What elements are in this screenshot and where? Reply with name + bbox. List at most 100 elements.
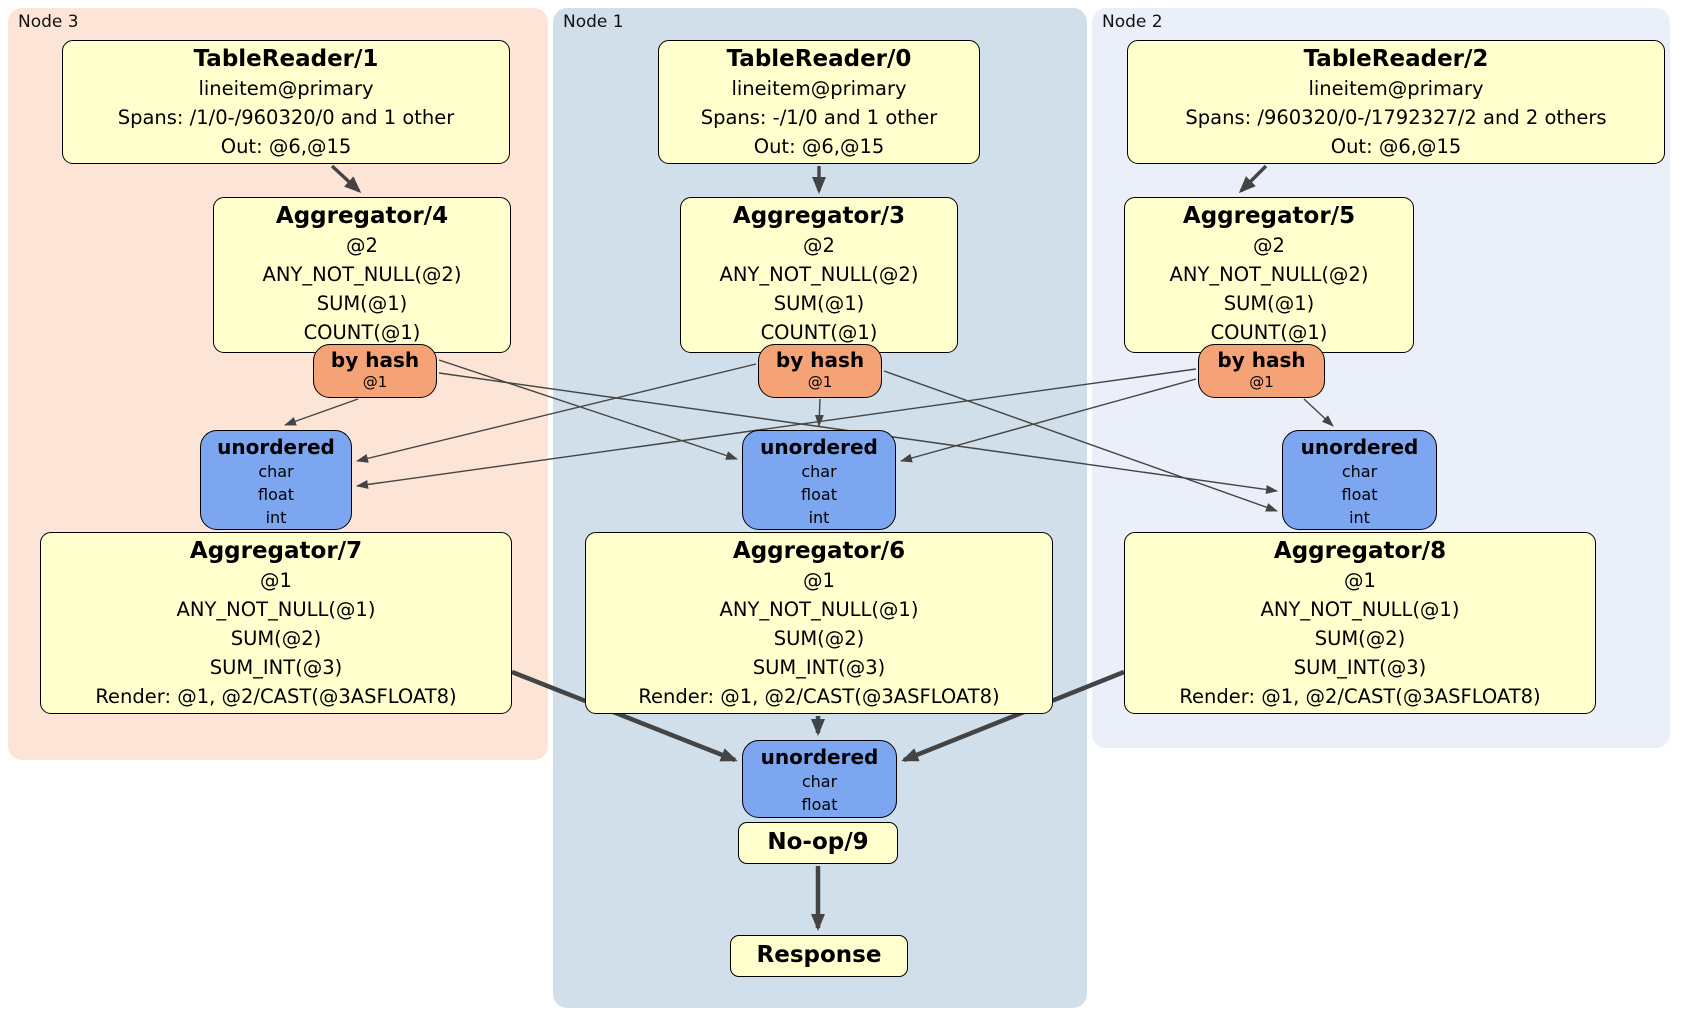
agg-fn: COUNT(@1) — [1210, 321, 1328, 344]
box-title: No-op/9 — [767, 829, 869, 855]
edge-hash1-sync3 — [356, 363, 757, 463]
router-title: by hash — [775, 348, 865, 372]
response-box: Response — [730, 935, 908, 977]
sync-type: float — [801, 795, 838, 814]
agg-fn: ANY_NOT_NULL(@2) — [719, 263, 919, 286]
aggregator-6-box: Aggregator/6 @1 ANY_NOT_NULL(@1) SUM(@2)… — [585, 532, 1053, 714]
sync-title: unordered — [760, 435, 878, 459]
agg-fn: COUNT(@1) — [303, 321, 421, 344]
aggregator-3-box: Aggregator/3 @2 ANY_NOT_NULL(@2) SUM(@1)… — [680, 197, 958, 353]
box-title: Aggregator/6 — [732, 538, 906, 564]
sync-type: int — [265, 508, 287, 527]
sync-type: float — [801, 485, 837, 504]
hash-router-node3: by hash @1 — [313, 344, 437, 398]
node3-label: Node 3 — [18, 12, 79, 32]
aggregator-8-box: Aggregator/8 @1 ANY_NOT_NULL(@1) SUM(@2)… — [1124, 532, 1596, 714]
aggregator-to-final-edges — [511, 669, 1125, 931]
reader-out: Out: @6,@15 — [1330, 135, 1462, 158]
reader-spans: Spans: /1/0-/960320/0 and 1 other — [117, 106, 455, 129]
router-col: @1 — [807, 373, 833, 391]
edge-reader2-agg5 — [1238, 164, 1268, 194]
edge-reader1-agg4 — [330, 164, 362, 194]
sync-title: unordered — [760, 745, 879, 769]
tablereader-0-box: TableReader/0 lineitem@primary Spans: -/… — [658, 40, 980, 164]
agg-fn: SUM(@2) — [773, 627, 865, 650]
unordered-sync-node3: unordered char float int — [200, 430, 352, 530]
agg-fn: ANY_NOT_NULL(@1) — [176, 598, 376, 621]
agg-fn: ANY_NOT_NULL(@2) — [262, 263, 462, 286]
agg-fn: SUM(@1) — [773, 292, 865, 315]
router-col: @1 — [362, 373, 388, 391]
edge-hash2-sync1 — [900, 378, 1197, 463]
edge-hash2-sync3 — [356, 368, 1197, 489]
agg-fn: SUM(@2) — [1314, 627, 1406, 650]
router-col: @1 — [1249, 373, 1274, 391]
agg-group-cols: @2 — [346, 234, 378, 257]
edge-hash1-sync2 — [883, 370, 1278, 512]
box-title: Aggregator/3 — [732, 203, 906, 229]
agg-render: Render: @1, @2/CAST(@3ASFLOAT8) — [638, 685, 1000, 708]
box-title: Aggregator/5 — [1182, 203, 1356, 229]
unordered-sync-final: unordered char float — [742, 740, 897, 818]
reader-out: Out: @6,@15 — [753, 135, 885, 158]
router-title: by hash — [1217, 348, 1306, 372]
node2-label: Node 2 — [1102, 12, 1163, 32]
box-title: Aggregator/8 — [1273, 538, 1447, 564]
sync-type: char — [801, 772, 838, 791]
agg-group-cols: @2 — [803, 234, 835, 257]
edge-agg7-finalsync — [511, 669, 738, 763]
agg-group-cols: @1 — [260, 569, 292, 592]
reader-out: Out: @6,@15 — [220, 135, 352, 158]
edge-hash2-sync2 — [1303, 398, 1334, 427]
box-title: TableReader/0 — [726, 46, 912, 72]
agg-fn: ANY_NOT_NULL(@1) — [719, 598, 919, 621]
noop-9-box: No-op/9 — [738, 822, 898, 864]
agg-fn: COUNT(@1) — [760, 321, 878, 344]
sync-type: char — [258, 462, 294, 481]
agg-fn: SUM_INT(@3) — [752, 656, 886, 679]
sync-type: int — [808, 508, 830, 527]
reader-spans: Spans: /960320/0-/1792327/2 and 2 others — [1185, 106, 1607, 129]
agg-render: Render: @1, @2/CAST(@3ASFLOAT8) — [95, 685, 457, 708]
edge-hash3-sync1 — [438, 359, 738, 460]
sync-type: int — [1349, 508, 1370, 527]
reader-index: lineitem@primary — [731, 77, 907, 100]
agg-fn: ANY_NOT_NULL(@1) — [1260, 598, 1460, 621]
agg-render: Render: @1, @2/CAST(@3ASFLOAT8) — [1179, 685, 1541, 708]
tablereader-2-box: TableReader/2 lineitem@primary Spans: /9… — [1127, 40, 1665, 164]
sync-title: unordered — [217, 435, 335, 459]
agg-group-cols: @1 — [803, 569, 835, 592]
hash-router-node1: by hash @1 — [758, 344, 882, 398]
node1-label: Node 1 — [563, 12, 624, 32]
reader-index: lineitem@primary — [198, 77, 374, 100]
reader-to-aggregator-edges — [330, 164, 1268, 194]
box-title: Aggregator/7 — [189, 538, 363, 564]
reader-index: lineitem@primary — [1308, 77, 1484, 100]
agg-fn: SUM_INT(@3) — [209, 656, 343, 679]
hash-router-node2: by hash @1 — [1198, 344, 1325, 398]
agg-group-cols: @2 — [1253, 234, 1285, 257]
unordered-sync-node2: unordered char float int — [1282, 430, 1437, 530]
agg-fn: SUM(@1) — [316, 292, 408, 315]
reader-spans: Spans: -/1/0 and 1 other — [700, 106, 938, 129]
agg-fn: SUM_INT(@3) — [1293, 656, 1427, 679]
box-title: TableReader/1 — [193, 46, 379, 72]
agg-group-cols: @1 — [1344, 569, 1376, 592]
agg-fn: ANY_NOT_NULL(@2) — [1169, 263, 1369, 286]
sync-type: char — [801, 462, 837, 481]
router-title: by hash — [330, 348, 420, 372]
aggregator-4-box: Aggregator/4 @2 ANY_NOT_NULL(@2) SUM(@1)… — [213, 197, 511, 353]
box-title: TableReader/2 — [1303, 46, 1489, 72]
agg-fn: SUM(@2) — [230, 627, 322, 650]
tablereader-1-box: TableReader/1 lineitem@primary Spans: /1… — [62, 40, 510, 164]
box-title: Aggregator/4 — [275, 203, 449, 229]
sync-type: float — [1341, 485, 1378, 504]
unordered-sync-node1: unordered char float int — [742, 430, 896, 530]
agg-fn: SUM(@1) — [1223, 292, 1315, 315]
sync-title: unordered — [1300, 435, 1419, 459]
edge-agg8-finalsync — [901, 669, 1125, 763]
aggregator-7-box: Aggregator/7 @1 ANY_NOT_NULL(@1) SUM(@2)… — [40, 532, 512, 714]
box-title: Response — [756, 942, 882, 968]
sync-type: char — [1341, 462, 1378, 481]
